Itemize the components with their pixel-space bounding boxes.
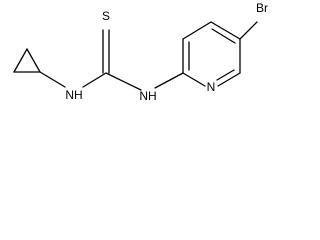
cyclopropyl-bond-2 bbox=[13, 48, 28, 73]
nh-left-label: NH bbox=[65, 88, 82, 102]
pyridine-bond-5 bbox=[217, 72, 241, 87]
bonds bbox=[13, 21, 258, 91]
pyridine-bond-5-inner bbox=[216, 69, 235, 81]
pyridine-bond-6 bbox=[182, 72, 206, 87]
cyclopropyl-bond-3 bbox=[26, 48, 41, 73]
nh-right-label: NH bbox=[139, 89, 156, 103]
carbon-nh-bond-right bbox=[105, 72, 142, 91]
chemical-structure: S Br NH NH N bbox=[13, 1, 268, 103]
ring-bromine-bond bbox=[239, 21, 258, 40]
nh-carbon-bond-left bbox=[82, 72, 107, 88]
bromine-label: Br bbox=[256, 1, 268, 15]
pyridine-bond-3-inner bbox=[211, 28, 236, 44]
pyridine-nitrogen-label: N bbox=[207, 80, 216, 94]
pyridine-bond-3 bbox=[210, 21, 241, 40]
atom-labels: S Br NH NH N bbox=[65, 1, 268, 103]
pyridine-bond-2 bbox=[182, 21, 212, 40]
nh-pyridine-bond bbox=[154, 72, 184, 89]
sulfur-label: S bbox=[102, 9, 110, 23]
cyclopropyl-nh-bond bbox=[39, 71, 66, 88]
